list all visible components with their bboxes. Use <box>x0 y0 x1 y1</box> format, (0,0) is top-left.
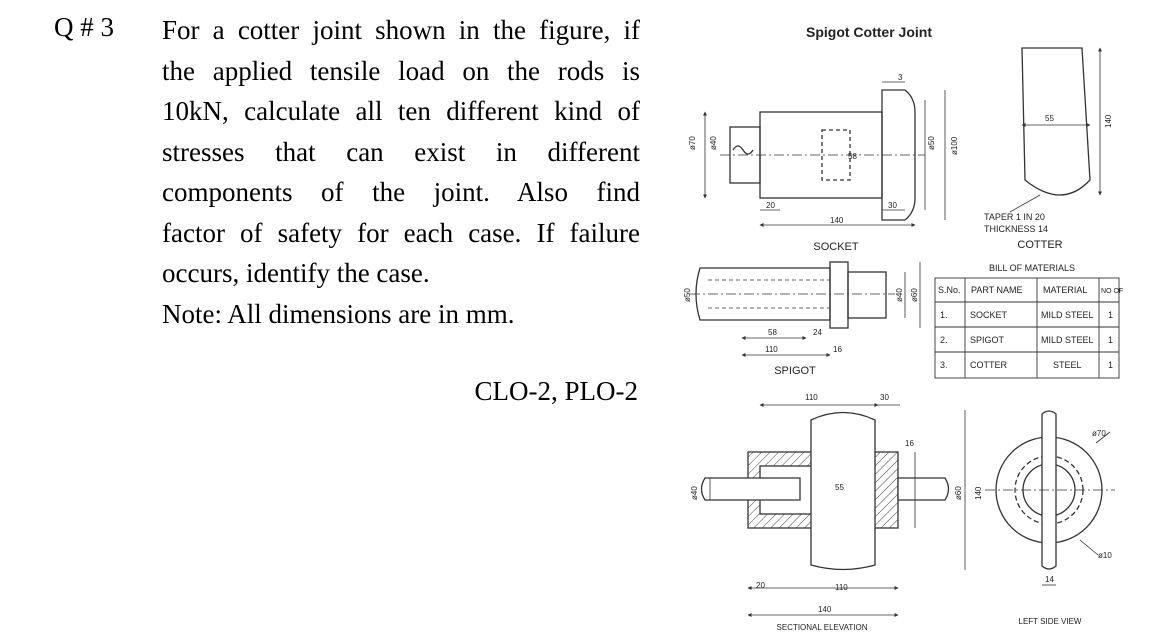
question-note: Note: All dimensions are in mm. <box>162 298 515 329</box>
bom-cell: SOCKET <box>970 310 1008 320</box>
dim-socket-len3: 3 <box>898 73 903 82</box>
drawing-title: Spigot Cotter Joint <box>806 24 932 40</box>
socket-label: SOCKET <box>813 241 859 253</box>
cotter-thickness-note: THICKNESS 14 <box>984 224 1048 234</box>
dim-section-b110: 110 <box>835 583 848 592</box>
bom-cell: 3. <box>940 360 948 370</box>
dim-section-d60: ø60 <box>954 486 963 500</box>
dim-socket-len30: 30 <box>888 201 897 210</box>
question-text: For a cotter joint shown in the figure, … <box>162 10 640 334</box>
dim-side-d70: ø70 <box>1092 429 1106 438</box>
bom-cell: 1 <box>1108 335 1113 345</box>
bom-table <box>934 277 1120 379</box>
dim-socket-d40: ø40 <box>709 136 718 150</box>
dim-spigot-len58: 58 <box>768 328 777 337</box>
dim-side-d10: ø10 <box>1098 551 1112 560</box>
dim-cotter-h140: 140 <box>1104 114 1113 128</box>
question-line: For a cotter joint shown in the figure, … <box>162 15 640 45</box>
bom-cell: MILD STEEL <box>1041 310 1094 320</box>
dim-section-top30: 30 <box>880 393 889 402</box>
dim-socket-d50: ø50 <box>927 136 936 150</box>
dim-spigot-len24: 24 <box>813 328 822 337</box>
dim-side-w14: 14 <box>1045 575 1054 584</box>
bom-cell: SPIGOT <box>970 335 1005 345</box>
dim-socket-d100: ø100 <box>950 136 959 155</box>
bom-header-material: MATERIAL <box>1043 285 1087 295</box>
dim-socket-len140: 140 <box>830 216 844 225</box>
bom-cell: MILD STEEL <box>1041 335 1094 345</box>
dim-section-b140: 140 <box>818 605 832 614</box>
dim-spigot-len16: 16 <box>833 345 842 354</box>
bom-cell: 1 <box>1108 360 1113 370</box>
bom-cell: COTTER <box>970 360 1007 370</box>
clo-plo-label: CLO-2, PLO-2 <box>474 376 639 406</box>
bom-cell: 2. <box>940 335 948 345</box>
question-line: the applied tensile load on the rods is <box>162 55 640 86</box>
dim-socket-len20: 20 <box>766 201 775 210</box>
cotter-view <box>1009 47 1102 213</box>
bom-cell: 1 <box>1108 310 1113 320</box>
question-number: Q # 3 <box>54 12 114 42</box>
left-side-view <box>985 410 1115 586</box>
bom-header-sno: S.No. <box>938 285 961 295</box>
spigot-view <box>690 261 921 357</box>
dim-section-top110: 110 <box>805 393 818 402</box>
dim-socket-len58: 58 <box>848 152 857 161</box>
bom-header-no: NO OF <box>1101 288 1123 295</box>
bom-header-part: PART NAME <box>971 285 1023 295</box>
dim-section-h140: 140 <box>974 486 983 500</box>
dim-spigot-d50: ø50 <box>683 288 692 302</box>
side-view-label: LEFT SIDE VIEW <box>1019 617 1082 626</box>
dim-cotter-w55: 55 <box>1045 114 1054 123</box>
question-line: occurs, identify the case. <box>162 258 430 288</box>
dim-spigot-len110: 110 <box>765 345 778 354</box>
dim-section-r16: 16 <box>905 439 914 448</box>
cotter-joint-drawing: Spigot Cotter Joint ø70 ø40 ø50 ø100 58 … <box>683 24 1123 632</box>
dim-section-d40: ø40 <box>690 486 699 500</box>
cotter-taper-note: TAPER 1 IN 20 <box>984 212 1045 222</box>
section-label: SECTIONAL ELEVATION <box>777 623 868 632</box>
dim-socket-d70: ø70 <box>688 136 697 150</box>
bom-cell: 1. <box>940 310 948 320</box>
spigot-label: SPIGOT <box>774 365 816 377</box>
dim-spigot-d40: ø40 <box>895 288 904 302</box>
cotter-label: COTTER <box>1017 239 1062 251</box>
bom-title: BILL OF MATERIALS <box>989 263 1075 273</box>
dim-section-w55: 55 <box>835 483 844 492</box>
socket-view <box>703 81 946 227</box>
question-line: factor of safety for each case. If failu… <box>162 217 640 248</box>
dim-spigot-d60: ø60 <box>910 288 919 302</box>
question-line: 10kN, calculate all ten different kind o… <box>162 96 640 126</box>
question-line: stresses that can exist in different <box>162 136 640 167</box>
question-line: components of the joint. Also find <box>162 177 640 207</box>
dim-section-b20: 20 <box>756 581 765 590</box>
sectional-elevation-view <box>700 403 966 617</box>
bom-cell: STEEL <box>1053 360 1082 370</box>
